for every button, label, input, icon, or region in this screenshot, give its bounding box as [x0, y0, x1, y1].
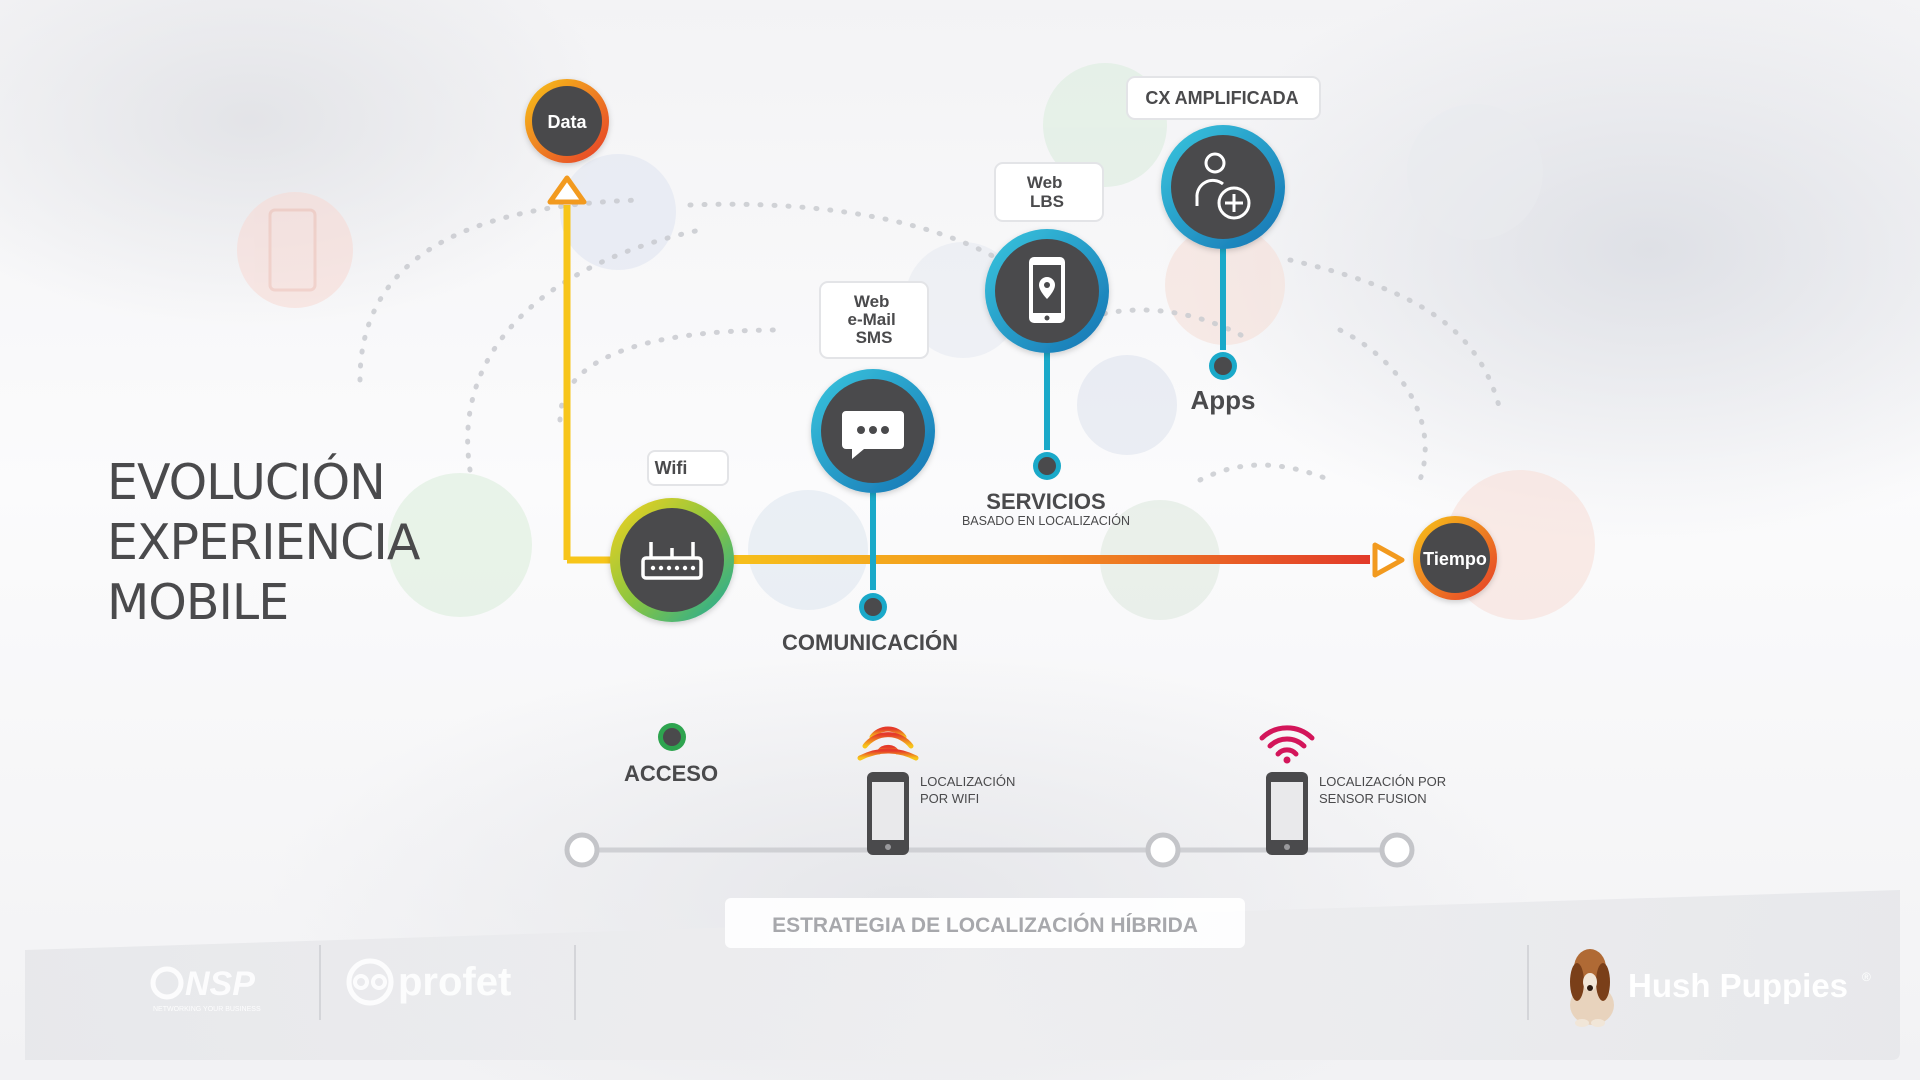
servicios-tag-line: LBS	[1030, 192, 1064, 211]
router-icon	[641, 542, 703, 580]
timeline-line	[700, 555, 1370, 564]
apps-label: Apps	[1191, 385, 1256, 415]
notebook-decor-icon	[237, 192, 353, 308]
wifi-localization-label: LOCALIZACIÓN POR WIFI	[920, 774, 1019, 806]
wifi-localization-line: POR WIFI	[920, 791, 979, 806]
sensor-localization-line: SENSOR FUSION	[1319, 791, 1427, 806]
stage-comunicacion: Web e-Mail SMS COMUNICACIÓN	[782, 281, 958, 655]
right-arrow-icon	[1372, 542, 1405, 578]
hush-puppies-mark: ®	[1862, 970, 1871, 984]
sensor-wifi-icon	[1259, 725, 1315, 764]
pin-decor-icon	[1407, 104, 1543, 240]
hush-puppies-text: Hush Puppies	[1628, 967, 1848, 1004]
data-axis	[547, 175, 615, 564]
orbit-arc-left-inner	[465, 227, 703, 473]
tiempo-node-label: Tiempo	[1423, 549, 1487, 569]
stage-servicios: Web LBS SERVICIOS BASADO EN LOCALIZACIÓN	[962, 162, 1130, 528]
page-title-line: EXPERIENCIA	[107, 514, 420, 571]
profet-logo-text: profet	[398, 960, 511, 1004]
sensor-localization-line: LOCALIZACIÓN POR	[1319, 774, 1446, 789]
notebook-decor-shape	[268, 208, 317, 292]
nsp-logo: NSP NETWORKING YOUR BUSINESS	[150, 965, 261, 1013]
profet-logo: profet	[346, 958, 511, 1006]
bottom-strip	[25, 890, 1900, 1060]
acceso-tag-box	[647, 450, 729, 486]
stage-acceso: Wifi ACCESO	[610, 450, 734, 786]
servicios-tag-line: Web	[1027, 173, 1063, 192]
servicios-label: SERVICIOS	[986, 489, 1105, 514]
strategy-banner: ESTRATEGIA DE LOCALIZACIÓN HÍBRIDA	[725, 898, 1245, 948]
at-sign-decor-icon	[748, 490, 868, 610]
up-arrow-icon	[547, 175, 587, 205]
comunicacion-tag-line: SMS	[856, 328, 893, 347]
tiempo-node: Tiempo	[1413, 516, 1497, 600]
headset-decor-icon	[1077, 355, 1177, 455]
servicios-tag: Web LBS	[1027, 173, 1067, 211]
track-node-start	[564, 832, 600, 868]
orbit-arc-right-mid	[1337, 327, 1428, 483]
magnifier-decor-icon	[560, 154, 676, 270]
comunicacion-tag-line: Web	[854, 292, 890, 311]
chat-bubble-icon	[842, 411, 904, 459]
orbit-arc-right-outer	[1287, 257, 1503, 413]
wifi-localization-line: LOCALIZACIÓN	[920, 774, 1015, 789]
sensor-localization-label: LOCALIZACIÓN POR SENSOR FUSION	[1319, 774, 1450, 806]
comunicacion-tag-line: e-Mail	[848, 310, 896, 329]
orbit-arc-lower-right	[1197, 462, 1333, 483]
orbit-arc-mid	[557, 327, 783, 423]
sensor-phone-icon	[1266, 772, 1308, 855]
page-title-line: EVOLUCIÓN	[107, 454, 386, 511]
acceso-label: ACCESO	[624, 761, 718, 786]
data-node-label: Data	[547, 112, 587, 132]
track-node-middle	[1145, 832, 1181, 868]
page-title-line: MOBILE	[107, 574, 289, 631]
apps-tag-box	[1126, 76, 1321, 120]
add-user-icon	[1195, 152, 1251, 220]
nsp-logo-text: NSP	[185, 965, 255, 1003]
nsp-tagline: NETWORKING YOUR BUSINESS	[153, 1006, 261, 1013]
data-node: Data	[525, 79, 609, 163]
comunicacion-label: COMUNICACIÓN	[782, 630, 958, 655]
time-axis	[700, 542, 1405, 578]
comunicacion-tag-box	[819, 281, 929, 359]
hush-puppies-logo: Hush Puppies ®	[1570, 949, 1871, 1027]
track-node-end	[1379, 832, 1415, 868]
basset-hound-icon	[1570, 949, 1614, 1027]
apps-tag: CX AMPLIFICADA	[1145, 88, 1298, 108]
wifi-phone-icon	[867, 772, 909, 855]
phone-decor-icon	[388, 473, 532, 617]
servicios-tag-box	[994, 162, 1104, 222]
comunicacion-tag: Web e-Mail SMS	[848, 292, 901, 347]
page-title: EVOLUCIÓN EXPERIENCIA MOBILE	[107, 453, 427, 633]
wifi-signal-icon	[857, 726, 919, 761]
smartphone-location-icon	[1029, 257, 1065, 323]
strategy-label: ESTRATEGIA DE LOCALIZACIÓN HÍBRIDA	[772, 913, 1198, 937]
localization-track: LOCALIZACIÓN POR WIFI LOCALIZACIÓN POR S…	[564, 725, 1450, 868]
stage-apps: CX AMPLIFICADA Apps	[1126, 76, 1321, 415]
acceso-tag: Wifi	[655, 458, 688, 478]
servicios-sublabel: BASADO EN LOCALIZACIÓN	[962, 513, 1130, 528]
